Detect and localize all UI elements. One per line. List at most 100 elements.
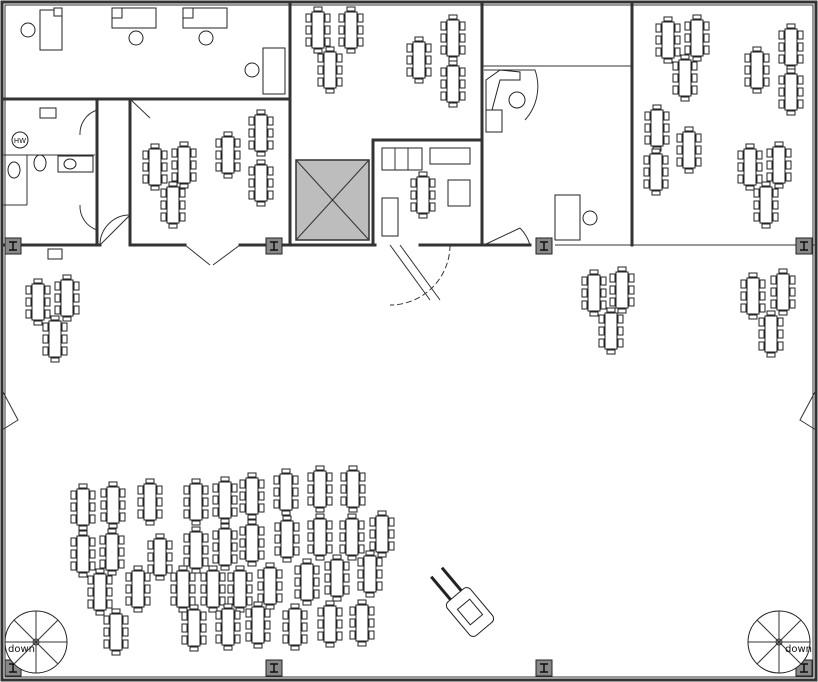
table-with-chairs-icon <box>212 476 238 524</box>
table-with-chairs-icon <box>598 307 624 355</box>
table-with-chairs-icon <box>87 568 113 616</box>
table-with-chairs-icon <box>200 565 226 613</box>
table-with-chairs-icon <box>766 141 792 189</box>
sink-icon <box>57 155 94 173</box>
table-with-chairs-icon <box>643 148 669 196</box>
water-heater: HW <box>11 131 29 149</box>
table-with-chairs-icon <box>137 478 163 526</box>
table-with-chairs-icon <box>357 550 383 598</box>
table-with-chairs-icon <box>338 6 364 54</box>
table-with-chairs-icon <box>70 530 96 578</box>
stair-down-label-left: down <box>8 644 35 655</box>
column-icon <box>795 237 813 255</box>
table-with-chairs-icon <box>248 159 274 207</box>
table-with-chairs-icon <box>142 143 168 191</box>
desk-icon <box>111 7 157 29</box>
office-chair-icon <box>128 30 144 46</box>
table-with-chairs-icon <box>770 268 796 316</box>
table-with-chairs-icon <box>215 603 241 651</box>
table-with-chairs-icon <box>171 141 197 189</box>
table-with-chairs-icon <box>181 604 207 652</box>
column-icon <box>535 237 553 255</box>
table-with-chairs-icon <box>103 608 129 656</box>
table-with-chairs-icon <box>183 526 209 574</box>
spiral-stair-icon: down <box>4 610 68 674</box>
table-with-chairs-icon <box>410 171 436 219</box>
table-with-chairs-icon <box>581 269 607 317</box>
table-with-chairs-icon <box>212 523 238 571</box>
table-with-chairs-icon <box>239 472 265 520</box>
table-with-chairs-icon <box>324 554 350 602</box>
column-icon <box>265 237 283 255</box>
desk-icon <box>39 7 63 51</box>
table-with-chairs-icon <box>349 599 375 647</box>
table-with-chairs-icon <box>406 36 432 84</box>
table-with-chairs-icon <box>170 565 196 613</box>
toilet-icon <box>7 107 57 179</box>
table-with-chairs-icon <box>100 481 126 529</box>
table-with-chairs-icon <box>307 465 333 513</box>
table-with-chairs-icon <box>655 16 681 64</box>
table-with-chairs-icon <box>758 310 784 358</box>
structural-columns <box>4 237 813 677</box>
table-with-chairs-icon <box>25 278 51 326</box>
desk-icon <box>262 47 286 95</box>
water-heater-label: HW <box>14 137 26 145</box>
table-with-chairs-icon <box>369 510 395 558</box>
office-furniture <box>20 7 598 241</box>
table-with-chairs-icon <box>440 60 466 108</box>
table-with-chairs-icon <box>740 272 766 320</box>
table-with-chairs-icon <box>440 14 466 62</box>
table-with-chairs-icon <box>239 519 265 567</box>
table-with-chairs-icon <box>339 513 365 561</box>
table-with-chairs-icon <box>609 266 635 314</box>
table-with-chairs-icon <box>340 465 366 513</box>
stair-down-label-right: down <box>785 644 812 655</box>
table-with-chairs-icon <box>99 528 125 576</box>
table-with-chairs-icon <box>273 468 299 516</box>
table-with-chairs-icon <box>147 533 173 581</box>
restroom-fixtures: HW <box>7 107 94 260</box>
office-chair-icon <box>508 91 526 109</box>
table-with-chairs-icon <box>125 565 151 613</box>
table-with-chairs-icon <box>215 131 241 179</box>
table-groups <box>25 6 804 656</box>
table-with-chairs-icon <box>778 23 804 71</box>
spiral-stair-icon: down <box>747 610 812 674</box>
table-with-chairs-icon <box>307 513 333 561</box>
table-with-chairs-icon <box>676 126 702 174</box>
column-icon <box>535 659 553 677</box>
office-chair-icon <box>244 62 260 78</box>
table-with-chairs-icon <box>248 109 274 157</box>
elevator-icon <box>295 159 370 241</box>
table-with-chairs-icon <box>160 181 186 229</box>
doors <box>1 69 817 610</box>
desk-icon <box>554 194 581 241</box>
desk-icon <box>485 69 521 133</box>
desk-icon <box>182 7 228 29</box>
table-with-chairs-icon <box>54 274 80 322</box>
office-chair-icon <box>20 22 36 38</box>
table-with-chairs-icon <box>684 14 710 62</box>
table-with-chairs-icon <box>282 603 308 651</box>
column-icon <box>265 659 283 677</box>
table-with-chairs-icon <box>644 104 670 152</box>
office-chair-icon <box>582 210 598 226</box>
table-with-chairs-icon <box>42 315 68 363</box>
table-with-chairs-icon <box>737 143 763 191</box>
forklift-icon <box>430 566 495 637</box>
table-with-chairs-icon <box>305 6 331 54</box>
table-with-chairs-icon <box>227 565 253 613</box>
table-with-chairs-icon <box>672 54 698 102</box>
column-icon <box>4 237 22 255</box>
table-with-chairs-icon <box>274 515 300 563</box>
table-with-chairs-icon <box>245 601 271 649</box>
table-with-chairs-icon <box>183 478 209 526</box>
table-with-chairs-icon <box>753 181 779 229</box>
office-chair-icon <box>198 30 214 46</box>
table-with-chairs-icon <box>294 558 320 606</box>
table-with-chairs-icon <box>778 68 804 116</box>
